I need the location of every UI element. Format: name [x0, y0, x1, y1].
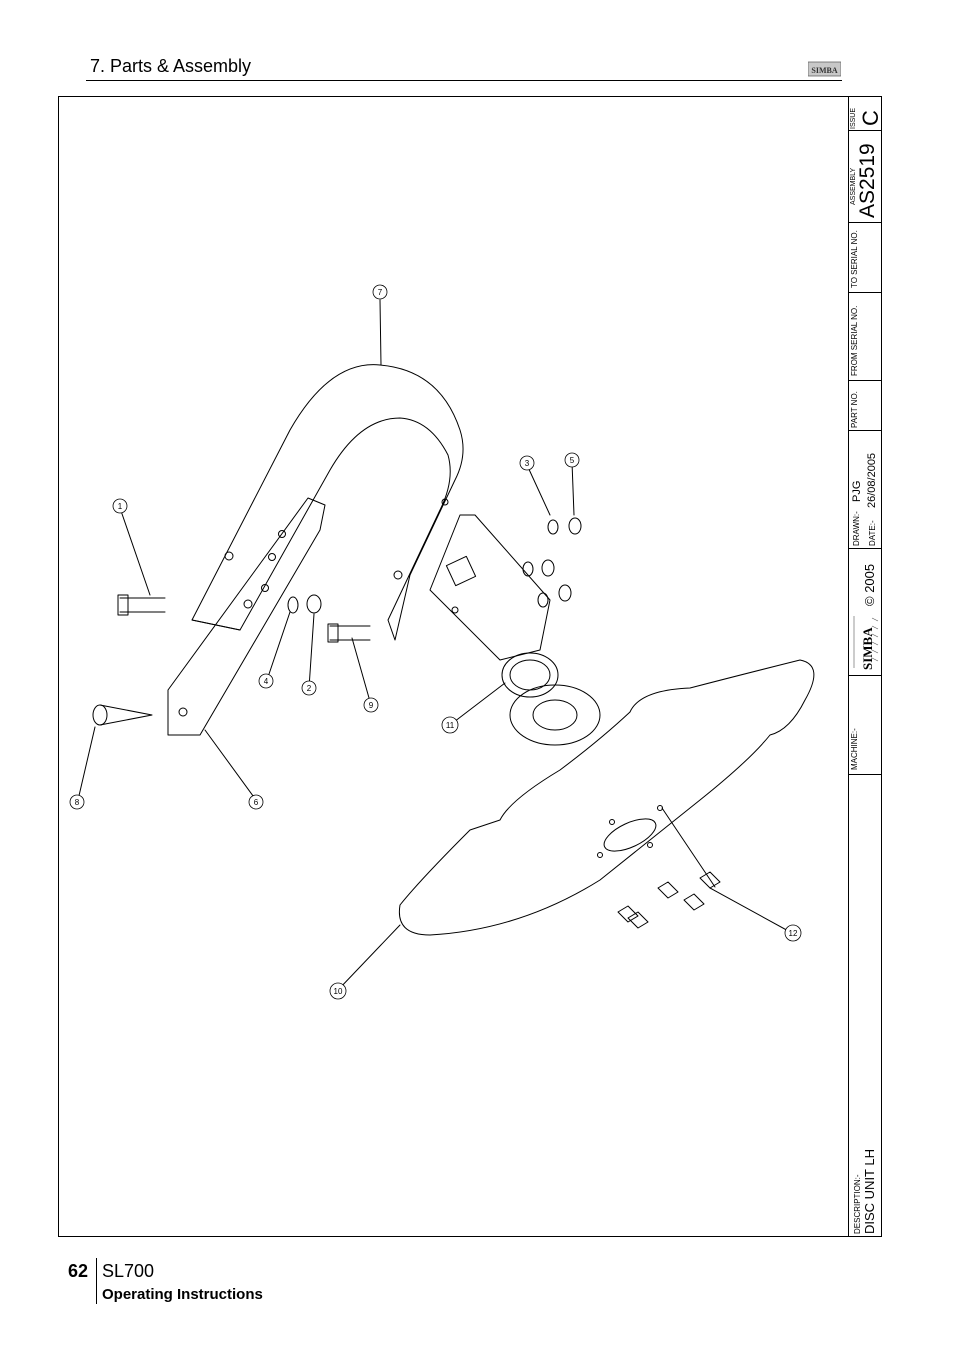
svg-text:5: 5 [570, 456, 575, 465]
nut-5 [568, 517, 582, 535]
disc-bolts [617, 871, 721, 929]
nut-2 [306, 594, 322, 614]
title-block-border [848, 96, 849, 1237]
from-serial-label: FROM SERIAL NO. [850, 305, 859, 376]
callout-6: 6 [248, 794, 264, 810]
svg-text:8: 8 [75, 798, 80, 807]
callout-4: 4 [258, 673, 274, 689]
svg-text:6: 6 [254, 798, 259, 807]
bracket-hole [393, 570, 403, 580]
svg-text:2: 2 [307, 684, 312, 693]
u-bracket [191, 364, 464, 641]
model-name: SL700 [102, 1261, 155, 1281]
footer-rule [96, 1258, 97, 1304]
svg-text:1: 1 [118, 502, 123, 511]
simba-logo: SIMBA [807, 60, 842, 78]
callout-3: 3 [519, 455, 535, 471]
title-block-divider [848, 430, 882, 431]
header-rule [86, 80, 842, 81]
svg-text:11: 11 [446, 721, 455, 730]
svg-text:9: 9 [369, 701, 374, 710]
callout-5: 5 [564, 452, 580, 468]
callout-2: 2 [301, 680, 317, 696]
description-value: DISC UNIT LH [862, 1149, 877, 1234]
page-number: 62 [68, 1261, 89, 1281]
date-value: 26/08/2005 [866, 452, 878, 508]
bracket-hole [243, 599, 253, 609]
title-block-divider [848, 774, 882, 775]
issue-value: C [858, 110, 883, 126]
bolt-1 [117, 594, 166, 616]
copyright-text: © 2005 [862, 563, 877, 606]
description-label: DESCRIPTION:- [853, 1174, 862, 1234]
callout-10: 10 [329, 982, 347, 1000]
hub-plate [429, 514, 551, 661]
drawn-label: DRAWN:- [852, 511, 861, 546]
svg-text:3: 3 [525, 459, 530, 468]
callout-7: 7 [372, 284, 388, 300]
callout-12: 12 [784, 924, 802, 942]
title-block-divider [848, 130, 882, 131]
bush-8 [92, 704, 108, 726]
bracket-hole [224, 551, 234, 561]
assembly-number: AS2519 [856, 143, 879, 218]
issue-label: ISSUE [850, 107, 857, 129]
flat-bar [167, 497, 326, 736]
title-block-divider [848, 548, 882, 549]
svg-text:4: 4 [264, 677, 269, 686]
machine-label: MACHINE:- [850, 728, 859, 770]
notched-disc [398, 659, 815, 936]
callout-11: 11 [441, 716, 459, 734]
svg-text:7: 7 [378, 288, 383, 297]
title-block-divider [848, 675, 882, 676]
title-block-divider [848, 380, 882, 381]
washer-3 [547, 519, 559, 535]
callout-8: 8 [69, 794, 85, 810]
to-serial-label: TO SERIAL NO. [850, 230, 859, 288]
callout-1: 1 [112, 498, 128, 514]
brand-text: SIMBA [860, 627, 875, 670]
drawing-frame [58, 96, 882, 1237]
logo-text: SIMBA [811, 66, 837, 75]
document-type: Operating Instructions [102, 1286, 263, 1303]
part-no-label: PART NO. [850, 391, 859, 428]
date-label: DATE:- [868, 520, 877, 546]
title-block-divider [848, 292, 882, 293]
section-title: 7. Parts & Assembly [90, 56, 252, 76]
hub-bearing [501, 652, 559, 698]
drawn-value: PJG [851, 480, 863, 502]
callout-9: 9 [363, 697, 379, 713]
title-block-divider [848, 222, 882, 223]
bolt-9 [327, 623, 371, 643]
svg-text:10: 10 [334, 987, 343, 996]
exploded-assembly-drawing: 1 2 3 4 5 6 7 8 9 10 11 12 [69, 284, 815, 1000]
svg-text:12: 12 [789, 929, 798, 938]
washer-4 [287, 596, 299, 614]
simba-brand-logo: SIMBA [852, 612, 880, 672]
